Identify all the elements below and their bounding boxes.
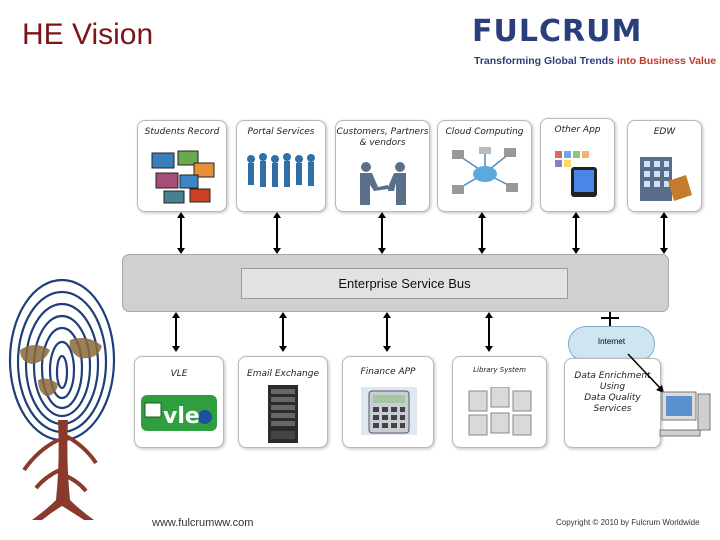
- system-label: Customers, Partners & vendors: [336, 127, 429, 148]
- logo-tagline-main: Transforming Global Trends: [474, 55, 617, 67]
- people-silhouettes-icon: [247, 153, 315, 187]
- system-box-edw[interactable]: EDW: [627, 120, 702, 212]
- vle-logo-text: vle: [163, 404, 200, 429]
- slide-title: HE Vision: [22, 18, 154, 51]
- system-box-email-exchange[interactable]: Email Exchange: [238, 356, 328, 448]
- system-label: Library System: [473, 366, 526, 374]
- internet-label: Internet: [597, 337, 626, 346]
- logo-tagline: Transforming Global Trends into Business…: [474, 55, 716, 67]
- system-box-other-app[interactable]: Other App: [540, 118, 615, 212]
- server-rack-icon: [268, 385, 298, 443]
- system-box-vle[interactable]: VLE vle: [134, 356, 224, 448]
- fingerprint-tree-icon: [8, 278, 116, 520]
- logo-tagline-accent: into Business Value: [616, 55, 717, 67]
- data-services-line: Data Enrichment: [574, 371, 651, 381]
- fulcrum-logo: FULCRUM Transforming Global Trends into …: [472, 14, 716, 70]
- logo-word-text: FULCRUM: [472, 14, 643, 49]
- data-services-line: Data Quality: [584, 393, 641, 403]
- data-services-line: Using: [599, 382, 626, 392]
- cloud-network-icon: [452, 147, 518, 194]
- system-label: EDW: [653, 127, 676, 137]
- data-services-label: Data Enrichment Using Data Quality Servi…: [565, 371, 660, 415]
- desktop-computer-icon: [659, 391, 711, 437]
- bus-label: Enterprise Service Bus: [241, 268, 568, 299]
- enterprise-service-bus: Enterprise Service Bus: [122, 254, 669, 312]
- system-label: Email Exchange: [247, 369, 319, 379]
- system-box-library-system[interactable]: Library System: [452, 356, 547, 448]
- system-box-cloud-computing[interactable]: Cloud Computing: [437, 120, 532, 212]
- system-label: VLE: [170, 369, 188, 379]
- data-services-line: Services: [593, 404, 632, 414]
- system-box-students-record[interactable]: Students Record: [137, 120, 227, 212]
- system-label: Other App: [554, 125, 601, 135]
- footer-url: www.fulcrumww.com: [152, 517, 254, 529]
- system-label: Finance APP: [360, 367, 416, 377]
- system-label: Students Record: [144, 127, 220, 137]
- smartphone-apps-icon: [555, 151, 597, 197]
- system-label: Portal Services: [247, 127, 315, 137]
- system-box-portal-services[interactable]: Portal Services: [236, 120, 326, 212]
- system-box-customers-partners[interactable]: Customers, Partners & vendors: [335, 120, 430, 212]
- warehouse-building-icon: [640, 157, 692, 201]
- system-label: Cloud Computing: [445, 127, 524, 137]
- footer-copyright: Copyright © 2010 by Fulcrum Worldwide: [556, 518, 700, 527]
- logo-wordmark: FULCRUM: [472, 14, 642, 49]
- internet-to-desktop-arrow: [627, 353, 664, 393]
- book-stacks-icon: [468, 387, 532, 436]
- monitor-collage-icon: [151, 150, 215, 204]
- handshake-icon: [360, 162, 406, 205]
- calculator-icon: [361, 387, 417, 435]
- system-box-finance-app[interactable]: Finance APP: [342, 356, 434, 448]
- vle-logo-icon: vle: [141, 395, 217, 431]
- data-services-box[interactable]: Data Enrichment Using Data Quality Servi…: [564, 358, 661, 448]
